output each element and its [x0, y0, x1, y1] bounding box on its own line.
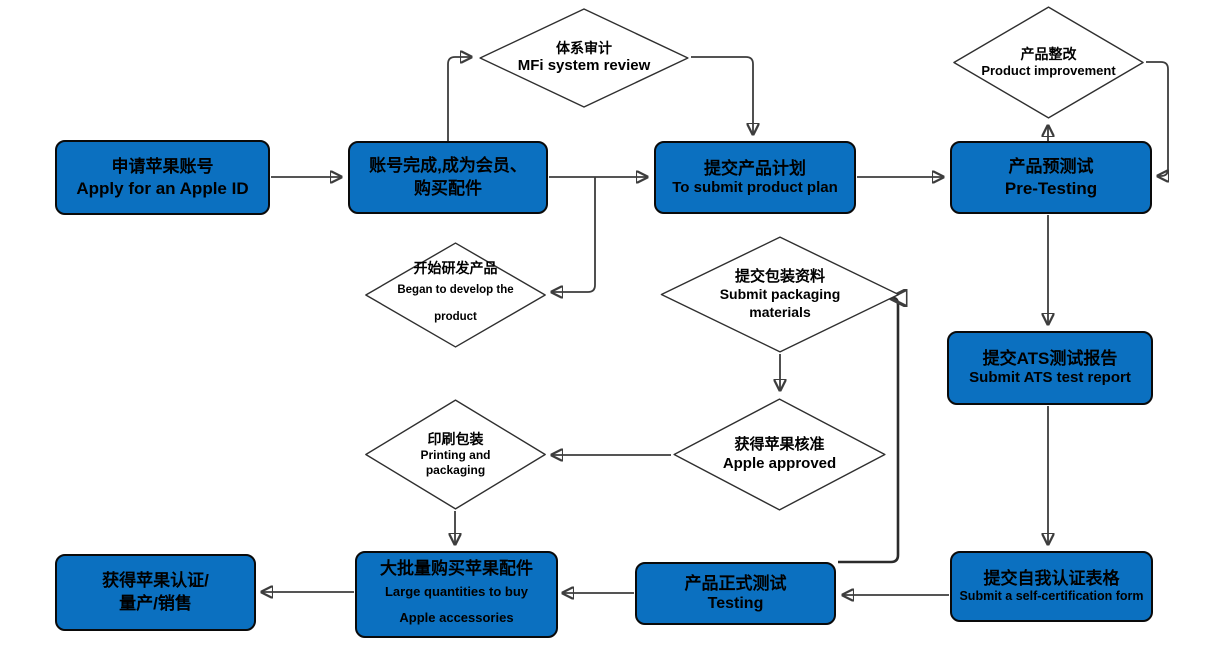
node-apply-apple-id: 申请苹果账号 Apply for an Apple ID	[55, 140, 270, 215]
node-testing: 产品正式测试 Testing	[635, 562, 836, 625]
node-pre-testing: 产品预测试 Pre-Testing	[950, 141, 1152, 214]
connector-branch-to-develop	[553, 177, 596, 292]
node-certified-production-sales: 获得苹果认证/ 量产/销售	[55, 554, 256, 631]
node-develop-product-label-cn: 开始研发产品	[413, 259, 498, 276]
node-self-certification-label-en: Submit a self-certification form	[959, 589, 1144, 604]
node-printing-packaging-label-en: Printing and packaging	[420, 448, 491, 478]
node-pre-testing-label-en: Pre-Testing	[1004, 178, 1098, 198]
node-pre-testing-label-cn: 产品预测试	[1008, 157, 1094, 177]
node-submit-product-plan-label-cn: 提交产品计划	[704, 158, 806, 178]
diamond-shape	[364, 242, 547, 348]
node-apply-apple-id-label-en: Apply for an Apple ID	[76, 178, 249, 198]
node-account-member-label-cn: 账号完成,成为会员、 购买配件	[369, 156, 527, 198]
node-ats-test-report-label-cn: 提交ATS测试报告	[982, 349, 1118, 368]
node-product-improvement-label-en: Product improvement	[981, 63, 1116, 79]
node-buy-accessories-label-en: Large quantities to buy Apple accessorie…	[384, 584, 528, 626]
node-apple-approved-label-en: Apple approved	[722, 454, 837, 472]
node-buy-accessories: 大批量购买苹果配件 Large quantities to buy Apple …	[355, 551, 558, 638]
node-ats-test-report: 提交ATS测试报告 Submit ATS test report	[947, 331, 1153, 405]
node-apply-apple-id-label-cn: 申请苹果账号	[111, 157, 214, 177]
node-mfi-system-review-label-cn: 体系审计	[556, 39, 612, 56]
node-develop-product-label-en: Began to develop the product	[397, 284, 514, 323]
node-apple-approved: 获得苹果核准 Apple approved	[672, 398, 887, 511]
node-submit-product-plan: 提交产品计划 To submit product plan	[654, 141, 856, 214]
node-printing-packaging-label-cn: 印刷包装	[427, 430, 484, 447]
node-packaging-materials-label-cn: 提交包装资料	[734, 267, 825, 285]
node-apple-approved-label-cn: 获得苹果核准	[734, 435, 825, 453]
node-testing-label-en: Testing	[707, 595, 764, 613]
node-develop-product: 开始研发产品 Began to develop the product	[364, 242, 547, 348]
node-self-certification-label-cn: 提交自我认证表格	[983, 569, 1120, 589]
node-certified-production-sales-label-cn: 获得苹果认证/ 量产/销售	[102, 571, 209, 613]
diamond-shape	[478, 8, 690, 108]
diamond-shape	[364, 399, 547, 510]
node-testing-label-cn: 产品正式测试	[684, 573, 787, 593]
node-packaging-materials: 提交包装资料 Submit packaging materials	[659, 236, 901, 353]
node-account-member: 账号完成,成为会员、 购买配件	[348, 141, 548, 214]
node-printing-packaging: 印刷包装 Printing and packaging	[364, 399, 547, 510]
node-product-improvement-label-cn: 产品整改	[1020, 45, 1077, 62]
node-packaging-materials-label-en: Submit packaging materials	[719, 286, 841, 320]
node-self-certification: 提交自我认证表格 Submit a self-certification for…	[950, 551, 1153, 622]
diamond-shape	[672, 398, 887, 511]
diamond-shape	[952, 6, 1145, 119]
diamond-shape	[659, 236, 901, 353]
node-mfi-system-review-label-en: MFi system review	[517, 57, 651, 75]
node-mfi-system-review: 体系审计 MFi system review	[478, 8, 690, 108]
node-ats-test-report-label-en: Submit ATS test report	[969, 369, 1131, 387]
connector-mfireview-to-plan	[691, 56, 753, 133]
node-submit-product-plan-label-en: To submit product plan	[672, 178, 838, 196]
connector-account-to-mfireview	[447, 57, 470, 141]
node-product-improvement: 产品整改 Product improvement	[952, 6, 1145, 119]
node-buy-accessories-label-cn: 大批量购买苹果配件	[380, 558, 533, 578]
